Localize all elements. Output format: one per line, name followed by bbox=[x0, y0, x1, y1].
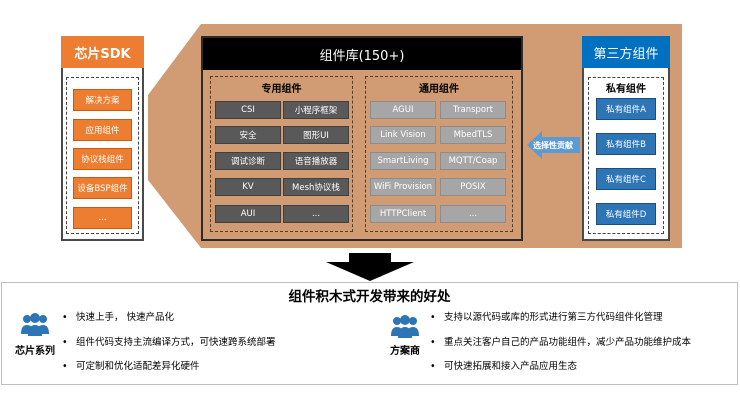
bullet-dot: • bbox=[430, 312, 436, 323]
chip-benefit-item: • 组件代码支持主流编译方式，可快速跨系统部署 bbox=[62, 334, 276, 348]
component-cell: HTTPClient bbox=[370, 205, 436, 223]
sdk-item-app-component: 应用组件 bbox=[73, 119, 132, 141]
component-cell: Mesh协议栈 bbox=[283, 178, 349, 196]
solution-benefit-item: • 重点关注客户自己的产品功能组件，减少产品功能维护成本 bbox=[430, 334, 691, 348]
dedicated-components-group bbox=[210, 76, 353, 232]
component-cell: 调试诊断 bbox=[215, 152, 281, 170]
sdk-item-protocol-stack: 协议栈组件 bbox=[73, 148, 132, 170]
chip-benefit-item: • 可定制和优化适配差异化硬件 bbox=[62, 358, 200, 372]
contribution-label: 选择性贡献 bbox=[533, 140, 573, 150]
solution-team-icon bbox=[391, 315, 419, 338]
private-component-d: 私有组件D bbox=[596, 203, 656, 225]
solution-benefit-text: 可快速拓展和接入产品应用生态 bbox=[444, 361, 578, 372]
bullet-dot: • bbox=[62, 312, 68, 323]
chip-sdk-title: 芯片SDK bbox=[61, 36, 144, 68]
private-components-group bbox=[588, 77, 664, 234]
component-cell: MQTT/Coap bbox=[440, 152, 506, 170]
chip-team-icon bbox=[21, 313, 49, 336]
bullet-dot: • bbox=[62, 361, 68, 372]
bullet-dot: • bbox=[430, 361, 436, 372]
private-component-a: 私有组件A bbox=[596, 98, 656, 120]
component-cell: 图形UI bbox=[283, 126, 349, 144]
down-arrow bbox=[326, 253, 414, 281]
solution-provider-label: 方案商 bbox=[390, 346, 420, 357]
component-cell: ... bbox=[283, 205, 349, 223]
component-cell: 小程序框架 bbox=[283, 101, 349, 119]
bullet-dot: • bbox=[430, 337, 436, 348]
chip-sdk-group bbox=[66, 77, 139, 234]
component-cell: ... bbox=[440, 205, 506, 223]
private-components-title: 私有组件 bbox=[606, 84, 646, 95]
private-component-c: 私有组件C bbox=[596, 168, 656, 190]
sdk-item-more: ... bbox=[73, 207, 132, 229]
component-cell: POSIX bbox=[440, 178, 506, 196]
dedicated-components-title: 专用组件 bbox=[261, 84, 302, 95]
component-cell: KV bbox=[215, 178, 281, 196]
component-cell: AUI bbox=[215, 205, 281, 223]
chip-benefit-text: 组件代码支持主流编译方式，可快速跨系统部署 bbox=[76, 337, 276, 348]
sdk-item-solution: 解决方案 bbox=[73, 89, 132, 111]
private-component-b: 私有组件B bbox=[596, 133, 656, 155]
component-cell: CSI bbox=[215, 101, 281, 119]
third-party-title: 第三方组件 bbox=[582, 36, 670, 68]
component-cell: Link Vision bbox=[370, 126, 436, 144]
chip-benefit-text: 可定制和优化适配差异化硬件 bbox=[76, 361, 200, 372]
component-library-title: 组件库(150+) bbox=[203, 38, 521, 70]
component-cell: SmartLiving bbox=[370, 152, 436, 170]
solution-benefit-item: • 可快速拓展和接入产品应用生态 bbox=[430, 358, 577, 372]
bullet-dot: • bbox=[62, 337, 68, 348]
component-cell: Transport bbox=[440, 101, 506, 119]
chip-benefit-text: 快速上手， 快速产品化 bbox=[76, 312, 175, 323]
chip-benefit-item: • 快速上手， 快速产品化 bbox=[62, 309, 174, 323]
component-cell: WiFi Provision bbox=[370, 178, 436, 196]
chip-series-label: 芯片系列 bbox=[15, 346, 55, 357]
solution-benefit-item: • 支持以源代码或库的形式进行第三方代码组件化管理 bbox=[430, 309, 663, 323]
component-cell: AGUI bbox=[370, 101, 436, 119]
component-cell: 安全 bbox=[215, 126, 281, 144]
solution-benefit-text: 支持以源代码或库的形式进行第三方代码组件化管理 bbox=[444, 312, 663, 323]
benefits-panel bbox=[1, 282, 738, 385]
sdk-item-device-bsp: 设备BSP组件 bbox=[73, 177, 132, 199]
benefits-title: 组件积木式开发带来的好处 bbox=[288, 289, 451, 305]
solution-benefit-text: 重点关注客户自己的产品功能组件，减少产品功能维护成本 bbox=[444, 337, 692, 348]
general-components-group bbox=[365, 76, 513, 232]
component-cell: MbedTLS bbox=[440, 126, 506, 144]
component-cell: 语音播放器 bbox=[283, 152, 349, 170]
general-components-title: 通用组件 bbox=[419, 84, 459, 95]
